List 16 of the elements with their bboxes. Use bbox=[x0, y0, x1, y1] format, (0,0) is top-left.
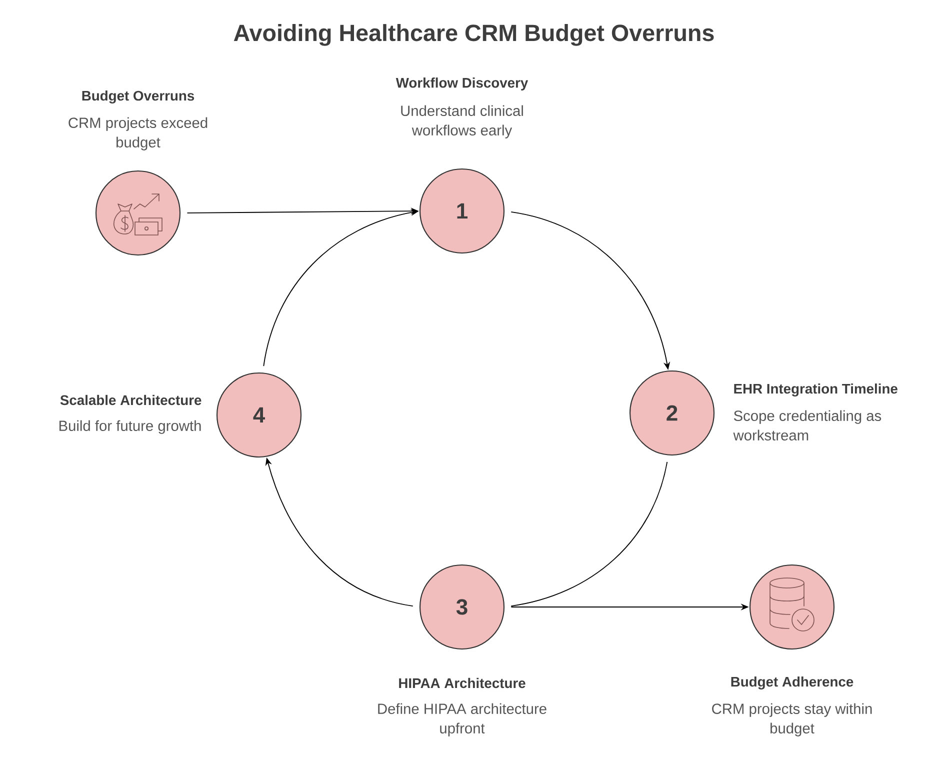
step-description: CRM projects exceed budget bbox=[68, 117, 208, 150]
step-heading: Scalable Architecture bbox=[60, 394, 202, 406]
diagram-title: Avoiding Healthcare CRM Budget Overruns bbox=[234, 24, 714, 46]
step-description: Define HIPAA architecture upfront bbox=[378, 703, 546, 736]
step-description: Scope credentialing as workstream bbox=[733, 410, 882, 440]
step-heading: EHR Integration Timeline bbox=[734, 384, 898, 396]
step-heading: Budget Adherence bbox=[731, 676, 854, 690]
step-heading: Budget Overruns bbox=[82, 90, 194, 104]
icon-circle bbox=[749, 564, 835, 650]
icon-circle bbox=[95, 170, 181, 256]
step-description: Build for future growth bbox=[59, 420, 201, 434]
connector-line bbox=[510, 461, 668, 607]
step-description: Understand clinical workflows early bbox=[401, 105, 523, 138]
step-heading: Workflow Discovery bbox=[396, 78, 528, 90]
step-heading: HIPAA Architecture bbox=[399, 678, 526, 688]
step-description: CRM projects stay within budget bbox=[712, 703, 872, 736]
